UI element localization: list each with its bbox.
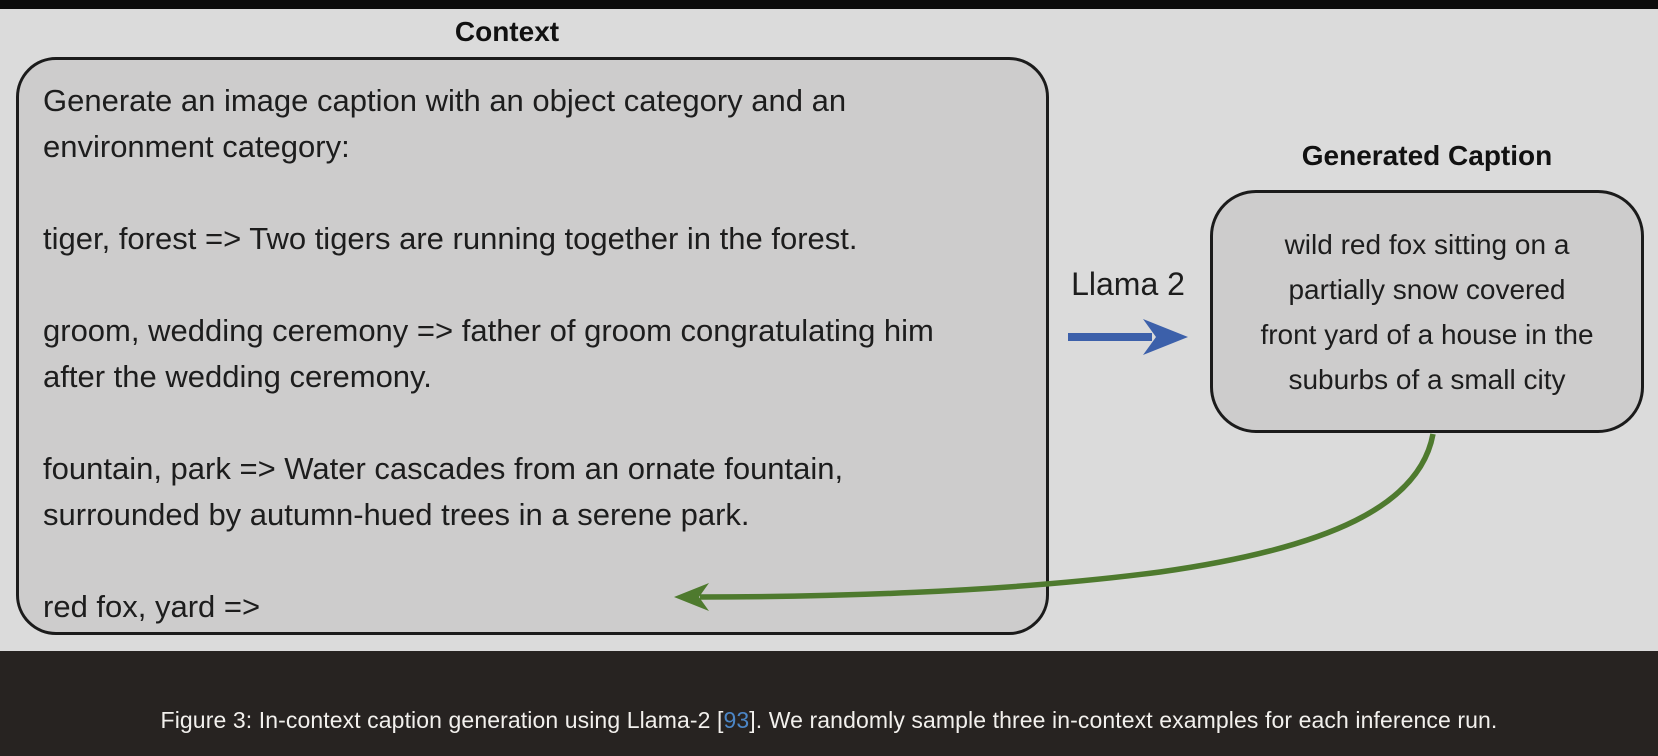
generated-caption-text: wild red fox sitting on a partially snow… [1260,228,1594,395]
figure-caption-bar: Figure 3: In-context caption generation … [0,651,1658,756]
figure-caption-prefix: Figure 3: In-context caption generation … [160,707,724,733]
llama2-model-label: Llama 2 [1071,266,1185,302]
llama-forward-arrow-icon [1068,319,1188,355]
context-panel: Generate an image caption with an object… [16,57,1049,635]
generated-caption-title: Generated Caption [1301,140,1553,171]
citation-link-93[interactable]: 93 [723,707,750,733]
top-divider [0,0,1658,9]
context-panel-title: Context [454,16,560,47]
context-prompt-text: Generate an image caption with an object… [43,83,934,624]
figure-caption-suffix: ]. We randomly sample three in-context e… [749,707,1498,733]
generated-caption-panel: wild red fox sitting on a partially snow… [1210,190,1644,433]
